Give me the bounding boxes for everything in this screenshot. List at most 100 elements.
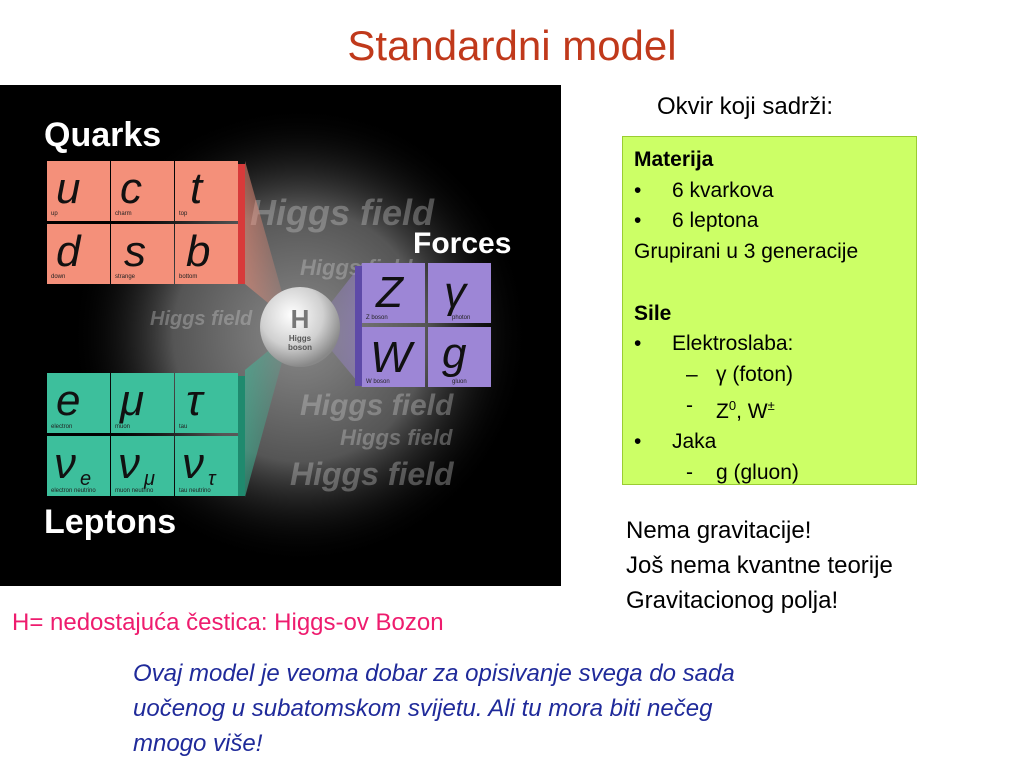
sub-text: Z0, W± bbox=[716, 391, 775, 428]
higgs-symbol: H bbox=[291, 304, 310, 334]
lepton-subscript: τ bbox=[208, 468, 217, 490]
higgs-note: H= nedostajuća čestica: Higgs-ov Bozon bbox=[12, 609, 444, 636]
force-name: W boson bbox=[366, 379, 390, 385]
bullet-marker: • bbox=[634, 332, 642, 356]
quark-symbol: c bbox=[120, 164, 142, 213]
force-symbol: γ bbox=[444, 268, 469, 317]
quarks-heading: Quarks bbox=[44, 116, 161, 154]
bullet-text: 6 kvarkova bbox=[672, 178, 774, 202]
sub-marker: - bbox=[686, 461, 693, 485]
sub-item: – γ (foton) bbox=[634, 360, 916, 391]
sub-item: - Z0, W± bbox=[634, 391, 916, 428]
quark-name: strange bbox=[115, 274, 136, 280]
w-superscript: ± bbox=[767, 397, 775, 413]
quark-tile-charm bbox=[111, 161, 174, 221]
lepton-tile-muon bbox=[111, 373, 174, 433]
quark-name: top bbox=[179, 211, 188, 217]
lepton-name: muon neutrino bbox=[115, 488, 154, 494]
leptons-heading: Leptons bbox=[44, 503, 176, 541]
force-name: Z boson bbox=[366, 315, 388, 321]
quark-name: up bbox=[51, 211, 58, 217]
higgs-label: Higgs bbox=[289, 334, 312, 343]
generations-text: Grupirani u 3 generacije bbox=[634, 240, 859, 264]
force-symbol: Z bbox=[375, 268, 405, 317]
lepton-symbol: μ bbox=[119, 376, 144, 425]
gamma-symbol: γ bbox=[716, 362, 727, 386]
bullet-text: 6 leptona bbox=[672, 209, 759, 233]
box-intro: Okvir koji sadrži: bbox=[657, 93, 834, 120]
summary-box: Materija • 6 kvarkova • 6 leptona Grupir… bbox=[622, 136, 917, 485]
gravity-line: Još nema kvantne teorije bbox=[626, 552, 893, 579]
lepton-subscript: μ bbox=[143, 468, 155, 490]
force-name: gluon bbox=[452, 379, 467, 385]
bullet-item: • Elektroslaba: bbox=[634, 329, 916, 360]
gravity-line: Gravitacionog polja! bbox=[626, 587, 839, 614]
foton-text: (foton) bbox=[732, 362, 794, 386]
quark-tile-up bbox=[47, 161, 110, 221]
quark-tile-down bbox=[47, 224, 110, 284]
gravity-line: Nema gravitacije! bbox=[626, 517, 812, 544]
bullet-item: • 6 kvarkova bbox=[634, 176, 916, 207]
sub-marker: – bbox=[686, 362, 698, 386]
gravity-note: Nema gravitacije! Još nema kvantne teori… bbox=[626, 513, 893, 618]
forces-heading: Forces bbox=[413, 227, 511, 260]
bullet-item: • Jaka bbox=[634, 427, 916, 458]
bullet-text: Elektroslaba: bbox=[672, 332, 794, 356]
quark-symbol: s bbox=[124, 227, 146, 276]
sub-text: γ (foton) bbox=[716, 360, 793, 391]
lepton-symbol: ν bbox=[54, 439, 76, 488]
bullet-marker: • bbox=[634, 178, 642, 202]
quark-beam bbox=[245, 161, 290, 321]
bullet-text: Jaka bbox=[672, 430, 717, 454]
lepton-tile-electron-neutrino bbox=[47, 436, 110, 496]
standard-model-svg: Higgs field Higgs field Higgs field Higg… bbox=[0, 85, 561, 586]
quark-symbol: d bbox=[56, 227, 82, 276]
lepton-name: electron neutrino bbox=[51, 488, 96, 494]
force-tile-photon bbox=[428, 263, 491, 323]
quark-name: bottom bbox=[179, 274, 197, 280]
force-tile-z bbox=[362, 263, 425, 323]
bullet-item: • 6 leptona bbox=[634, 206, 916, 237]
quark-tile-strange bbox=[111, 224, 174, 284]
quark-tile-bottom bbox=[175, 224, 238, 284]
slide-title: Standardni model bbox=[347, 22, 677, 69]
bullet-marker: • bbox=[634, 209, 642, 233]
lepton-grid: e μ τ ν e ν μ ν τ electron muon tau elec… bbox=[47, 373, 245, 496]
materija-heading: Materija bbox=[634, 148, 714, 171]
quark-grid: u c t d s b up charm top down strange bo… bbox=[47, 161, 245, 284]
z-superscript: 0 bbox=[728, 397, 737, 413]
conclusion-text: Ovaj model je veoma dobar za opisivanje … bbox=[133, 656, 893, 761]
lepton-name: electron bbox=[51, 424, 72, 430]
lepton-tile-tau bbox=[175, 373, 238, 433]
quark-symbol: t bbox=[190, 164, 204, 213]
sub-marker: - bbox=[686, 393, 693, 417]
sub-text: g (gluon) bbox=[716, 461, 799, 485]
higgs-boson: H Higgs boson bbox=[260, 287, 340, 367]
sile-heading: Sile bbox=[634, 301, 672, 325]
lepton-name: tau neutrino bbox=[179, 488, 211, 494]
watermark-text: Higgs field bbox=[250, 192, 435, 233]
watermark-text: Higgs field bbox=[340, 425, 453, 450]
watermark-text: Higgs field bbox=[300, 389, 454, 422]
lepton-edge bbox=[238, 376, 245, 496]
force-edge bbox=[355, 266, 362, 386]
quark-edge bbox=[238, 164, 245, 284]
quark-name: charm bbox=[115, 211, 132, 217]
force-name: photon bbox=[452, 315, 470, 321]
quark-symbol: b bbox=[186, 227, 210, 276]
sub-item: - g (gluon) bbox=[634, 458, 916, 489]
lepton-subscript: e bbox=[80, 468, 91, 490]
quark-tile-top bbox=[175, 161, 238, 221]
force-symbol: W bbox=[370, 333, 415, 382]
force-grid: Z γ W g Z boson photon W boson gluon bbox=[355, 263, 491, 387]
quark-name: down bbox=[51, 274, 65, 280]
spacer bbox=[634, 268, 916, 299]
higgs-sphere bbox=[260, 287, 340, 367]
conclusion-line: mnogo više! bbox=[133, 730, 263, 757]
force-tile-w bbox=[362, 327, 425, 387]
standard-model-diagram: Higgs field Higgs field Higgs field Higg… bbox=[0, 85, 561, 586]
lepton-name: muon bbox=[115, 424, 130, 430]
lepton-symbol: ν bbox=[118, 439, 140, 488]
conclusion-line: uočenog u subatomskom svijetu. Ali tu mo… bbox=[133, 695, 713, 722]
force-symbol: g bbox=[442, 329, 467, 378]
